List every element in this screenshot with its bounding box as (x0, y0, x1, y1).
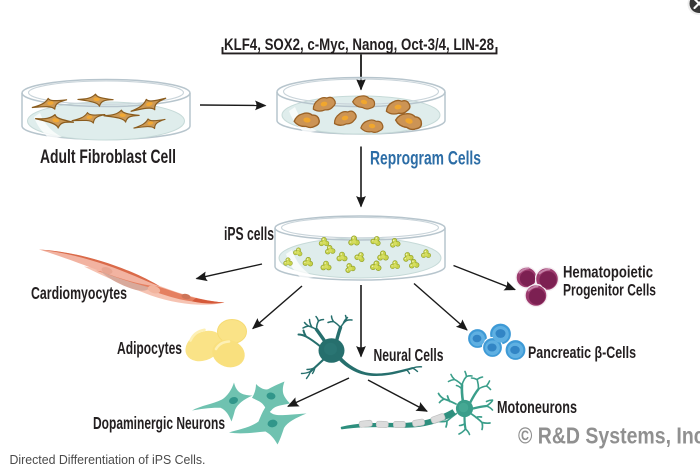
svg-text:Adipocytes: Adipocytes (117, 338, 182, 358)
svg-text:Dopaminergic Neurons: Dopaminergic Neurons (93, 413, 225, 433)
svg-text:Directed Differentiation of iP: Directed Differentiation of iPS Cells. (10, 452, 206, 467)
svg-text:Adult Fibroblast Cell: Adult Fibroblast Cell (40, 147, 176, 168)
svg-text:Pancreatic β-Cells: Pancreatic β-Cells (528, 343, 636, 362)
svg-text:KLF4, SOX2, c-Myc, Nanog, Oct-: KLF4, SOX2, c-Myc, Nanog, Oct-3/4, LIN-2… (224, 35, 494, 54)
svg-text:Neural Cells: Neural Cells (374, 345, 444, 365)
svg-text:© R&D Systems, Inc.: © R&D Systems, Inc. (518, 423, 700, 449)
svg-text:Hematopoietic: Hematopoietic (563, 264, 653, 282)
svg-text:Cardiomyocytes: Cardiomyocytes (31, 283, 127, 303)
svg-text:Motoneurons: Motoneurons (497, 397, 577, 417)
svg-text:iPS cells: iPS cells (224, 224, 274, 244)
svg-text:Progenitor Cells: Progenitor Cells (563, 282, 656, 300)
svg-text:Reprogram Cells: Reprogram Cells (370, 148, 481, 170)
